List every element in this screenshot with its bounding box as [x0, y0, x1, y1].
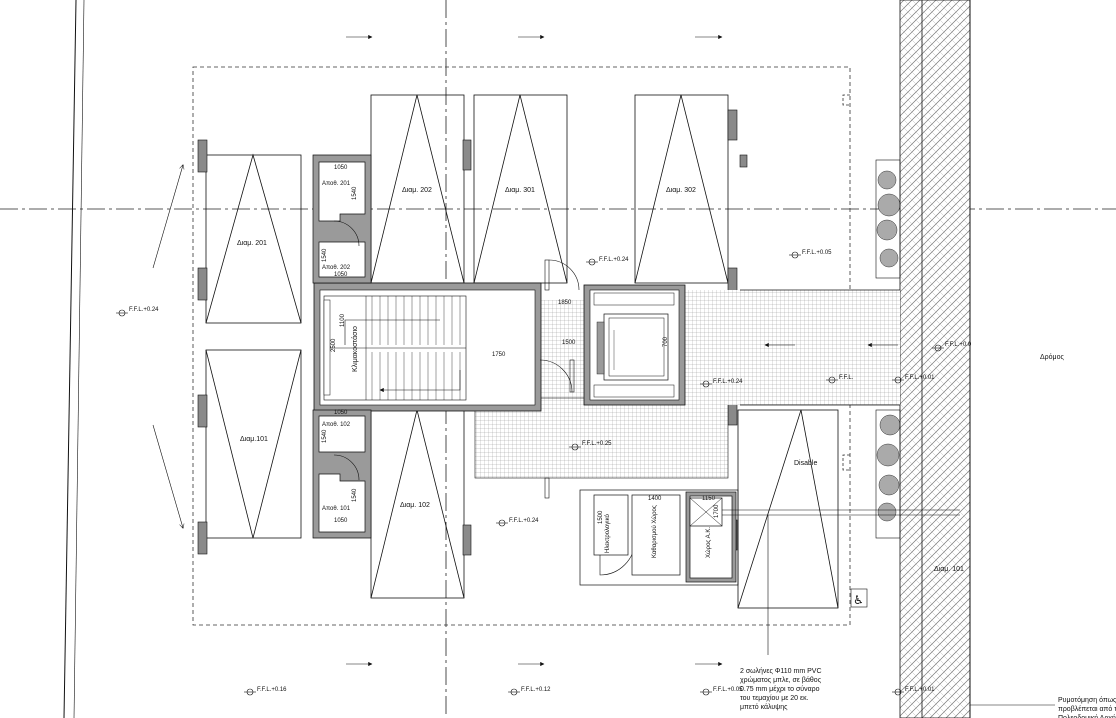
- pipe-runs: [722, 509, 960, 655]
- dim-label: 1500: [598, 510, 604, 524]
- dim-label: 1850: [558, 300, 572, 306]
- dim-label: 1050: [334, 165, 348, 171]
- dim-label: 1400: [648, 496, 662, 502]
- level-label-lobby: F.F.L.+0.25: [582, 441, 612, 447]
- service-rooms: [579, 489, 739, 586]
- dim-label: 1050: [334, 518, 348, 524]
- shrub-icon: [876, 170, 901, 522]
- storage-label-202: Αποθ. 202: [322, 265, 351, 271]
- svg-text:♿: ♿: [853, 593, 864, 607]
- stair-core: [313, 282, 542, 412]
- dim-label: 1540: [352, 186, 358, 200]
- dim-label: 2500: [331, 338, 337, 352]
- pipes-note: 2 σωλήνες Φ110 mm PVC χρώματος μπλε, σε …: [740, 668, 822, 711]
- storage-label-102: Αποθ. 102: [322, 422, 351, 428]
- level-label-bottom-2: F.F.L.+0.12: [521, 687, 551, 693]
- dim-label: 700: [663, 336, 669, 347]
- level-label-lift-right: F.F.L.+0.24: [713, 379, 743, 385]
- stair-treads: [371, 296, 461, 400]
- level-label-bottom-3: F.F.L.+0.05: [713, 687, 743, 693]
- dim-label: 1540: [352, 488, 358, 502]
- road-hatch: [899, 0, 971, 718]
- lift: [583, 284, 686, 406]
- dim-label: 1540: [322, 429, 328, 443]
- stair-label: Κλιμακοστάσιο: [352, 326, 359, 372]
- plot-notches: [842, 94, 850, 471]
- dim-label: 1050: [334, 410, 348, 416]
- level-label-right-top: F.F.L.+0.05: [802, 250, 832, 256]
- room-label-disable: Disable: [794, 460, 818, 467]
- wheelchair-icon: ♿: [850, 588, 868, 608]
- level-label-entry-small: F.F.L.: [839, 375, 854, 381]
- room-label-street-101: Διαμ. 101: [934, 566, 964, 573]
- dim-label: 1050: [334, 272, 348, 278]
- site-boundary-lines: [63, 0, 85, 718]
- dim-label: 1150: [702, 496, 715, 502]
- room-label-301: Διαμ. 301: [505, 187, 535, 194]
- dim-label: 1100: [340, 314, 346, 327]
- zoning-note: Ρυμοτόμηση όπως προβλέπεται από τ Πολεοδ…: [1058, 697, 1116, 718]
- room-label-202: Διαμ. 202: [402, 187, 432, 194]
- arrow-icon: [152, 34, 898, 667]
- level-label-bottom-1: F.F.L.+0.16: [257, 687, 287, 693]
- level-markers: [116, 251, 944, 696]
- storage-label-201: Αποθ. 201: [322, 181, 351, 187]
- cleaning-room-label: Καθαρισμού Χώρος: [652, 505, 658, 558]
- room-label-101: Διαμ.101: [240, 436, 268, 443]
- dim-label: 1700: [714, 504, 720, 518]
- waste-room-label: Χώρος Α.Κ.: [706, 526, 712, 558]
- level-label-bottom-4: F.F.L.+0.01: [905, 687, 935, 693]
- dim-label: 1750: [492, 352, 506, 358]
- room-label-201: Διαμ. 201: [237, 240, 267, 247]
- level-label-mid-top: F.F.L.+0.24: [599, 257, 629, 263]
- level-label-entry-right: F.F.L.+0.01: [905, 375, 935, 381]
- level-label-left: F.F.L.+0.24: [129, 307, 159, 313]
- storage-rooms: [312, 154, 372, 539]
- level-label-road: F.F.L.+0.0: [945, 342, 972, 348]
- room-label-302: Διαμ. 302: [666, 187, 696, 194]
- dim-label: 1500: [562, 340, 576, 346]
- electrical-room-label: Ηλεκτρολογικό: [605, 514, 611, 553]
- level-label-lower-left: F.F.L.+0.24: [509, 518, 539, 524]
- dim-label: 1540: [322, 248, 328, 262]
- road-label: Δρόμος: [1040, 354, 1064, 361]
- room-label-102: Διαμ. 102: [400, 502, 430, 509]
- storage-label-101: Αποθ. 101: [322, 506, 351, 512]
- plot-outline: [192, 66, 851, 626]
